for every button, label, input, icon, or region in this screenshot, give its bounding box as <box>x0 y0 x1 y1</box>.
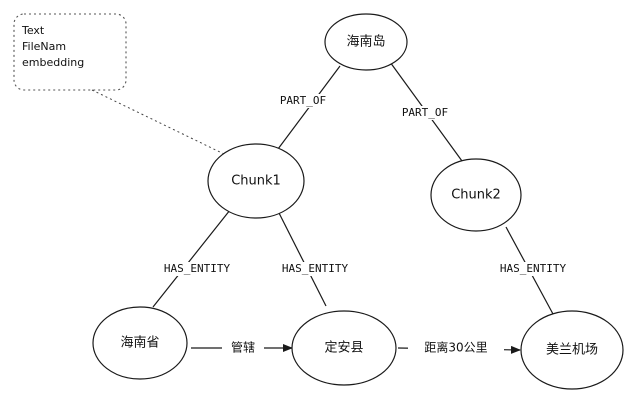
edge-label-text: 距离30公里 <box>424 340 487 355</box>
edge-label-distance: 距离30公里 <box>408 340 504 356</box>
node-label: Chunk1 <box>231 174 281 189</box>
node-label: 海南岛 <box>346 34 385 50</box>
edge-label-governs: 管辖 <box>222 340 264 356</box>
edge-chunk1-has-province <box>152 204 235 308</box>
node-ellipse <box>291 310 397 386</box>
note-box <box>13 13 127 91</box>
edge-label-text: 管辖 <box>231 340 255 355</box>
metadata-note: Text FileNam embedding <box>13 13 127 91</box>
node-ellipse <box>207 143 305 219</box>
edge-label-chunk2-has-airport: HAS_ENTITY <box>496 262 570 276</box>
edge-label-text: HAS_ENTITY <box>500 262 567 275</box>
node-label: 美兰机场 <box>546 343 598 358</box>
node-meilan-airport[interactable]: 美兰机场 <box>520 310 624 390</box>
node-ellipse <box>520 310 624 390</box>
node-label: 定安县 <box>324 341 363 356</box>
node-hainan-province[interactable]: 海南省 <box>92 306 188 380</box>
edge-label-chunk1-has-province: HAS_ENTITY <box>160 262 234 276</box>
edge-label-text: HAS_ENTITY <box>164 262 231 275</box>
node-label: 海南省 <box>120 335 159 351</box>
node-hainan-island[interactable]: 海南岛 <box>324 13 408 71</box>
node-chunk2[interactable]: Chunk2 <box>430 158 522 232</box>
edge-chunk1-has-county <box>277 210 327 307</box>
edge-label-text: PART_OF <box>280 94 326 107</box>
node-dingan-county[interactable]: 定安县 <box>291 310 397 386</box>
note-connector <box>91 89 225 155</box>
edge-label-text: PART_OF <box>402 106 448 119</box>
note-line-text: Text <box>21 24 45 37</box>
node-label: Chunk2 <box>451 188 501 203</box>
edge-label-text: HAS_ENTITY <box>282 262 349 275</box>
node-ellipse <box>430 158 522 232</box>
edge-label-chunk1-has-county: HAS_ENTITY <box>278 262 352 276</box>
node-ellipse <box>92 306 188 380</box>
note-line-filename: FileNam <box>22 40 66 53</box>
edge-label-chunk1-partof: PART_OF <box>272 94 334 108</box>
note-line-embedding: embedding <box>22 56 84 69</box>
node-ellipse <box>324 13 408 71</box>
edge-label-chunk2-partof: PART_OF <box>394 106 456 120</box>
node-chunk1[interactable]: Chunk1 <box>207 143 305 219</box>
